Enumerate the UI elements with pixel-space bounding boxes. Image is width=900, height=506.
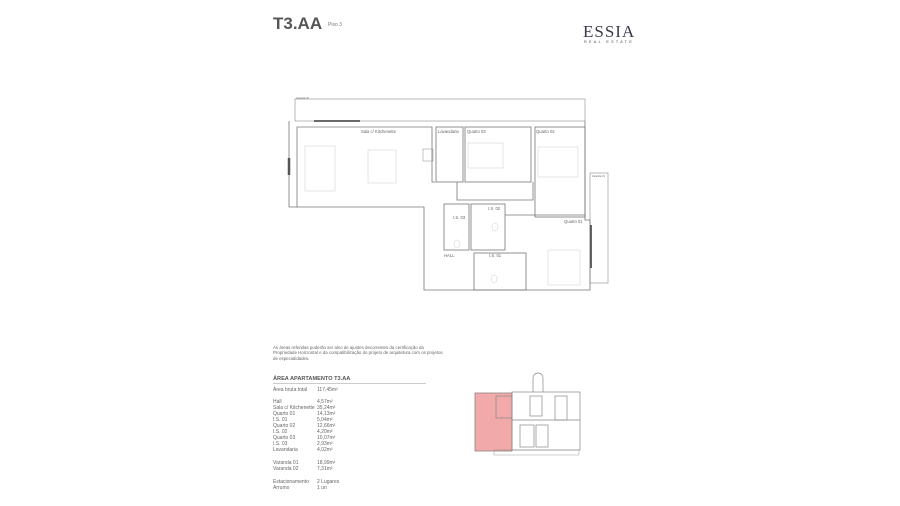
floor-label: Piso 3	[328, 22, 342, 28]
room-label-lavandaria: Lavandaria	[438, 129, 459, 134]
room-label-is-01: I.S. 01	[489, 253, 502, 258]
area-heading: ÁREA APARTAMENTO T3.AA	[273, 376, 426, 384]
disclaimer-note: As áreas referidas poderão ser alvo de a…	[273, 345, 443, 361]
room-label-sala: Sala c/ Kitchenette	[361, 129, 397, 134]
essia-logo: ESSIA REAL ESTATE	[583, 22, 636, 44]
room-label-quarto-01: Quarto 01	[564, 219, 583, 224]
location-key-plan	[474, 372, 581, 456]
balcony-label-02: Varanda 02	[296, 97, 309, 100]
room-label-is-02: I.S. 02	[488, 206, 501, 211]
room-label-quarto-02: Quarto 02	[536, 129, 555, 134]
apartment-title: T3.AA	[273, 14, 323, 33]
room-label-quarto-03: Quarto 03	[467, 129, 486, 134]
room-label-is-03: I.S. 03	[453, 215, 466, 220]
balcony-label-01: Varanda 01	[592, 175, 605, 178]
room-label-hall: HALL	[444, 253, 455, 258]
